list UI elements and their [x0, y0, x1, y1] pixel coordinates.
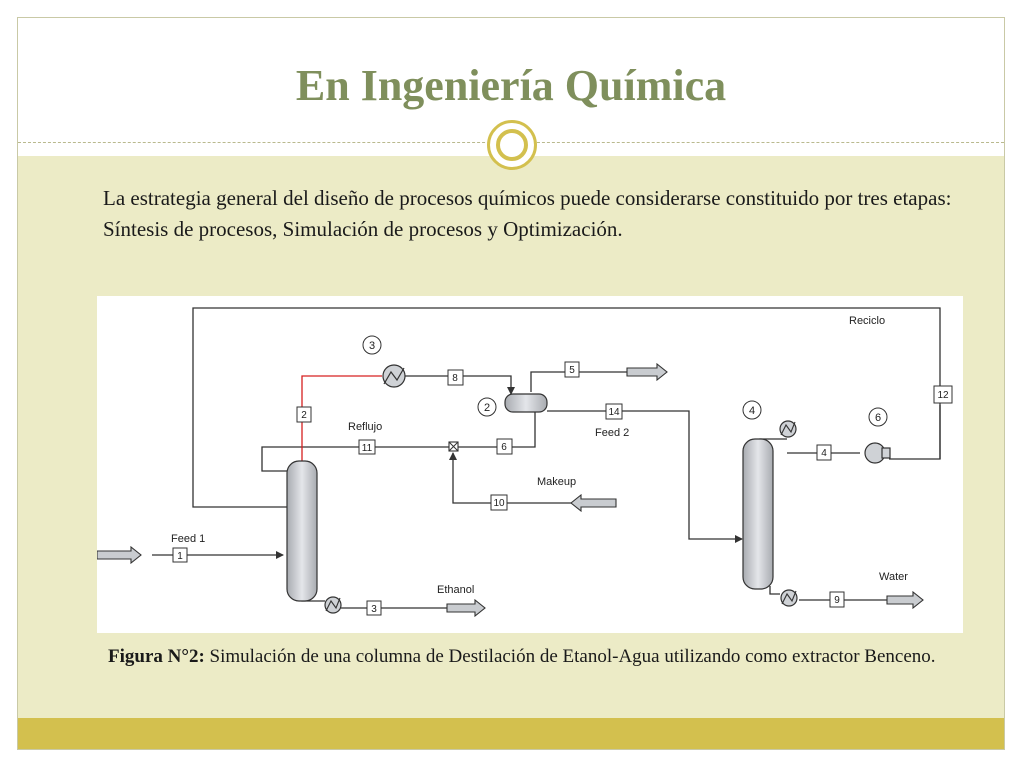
- makeup-arrow: [570, 493, 617, 513]
- pump-icon: [864, 442, 891, 464]
- stream14-line: [547, 410, 743, 543]
- stream8-line: [405, 375, 515, 395]
- reciclo-label: Reciclo: [849, 315, 885, 327]
- stream5-arrow: [626, 362, 668, 382]
- caption-label: Figura N°2:: [108, 646, 205, 667]
- stream-9-label: 9: [834, 595, 840, 606]
- feed1-arrow: [96, 545, 142, 565]
- recycle-return-line: [889, 405, 941, 460]
- process-diagram-svg: 1 2 3 4 5 6 8 9 10 11 12 14: [96, 307, 953, 618]
- mixer-icon: [448, 441, 459, 452]
- reflux-line: [261, 446, 453, 472]
- stream-6-label: 6: [501, 442, 507, 453]
- reboiler-2-icon: [780, 589, 798, 607]
- stream-11-label: 11: [362, 443, 373, 454]
- makeup-line: [449, 452, 571, 504]
- recycle-line: [192, 307, 941, 508]
- stream-10-label: 10: [493, 498, 505, 509]
- ring-inner: [496, 129, 528, 161]
- stream-3-label: 3: [371, 604, 377, 615]
- unit-number-circles: 2 3 4 6: [362, 335, 888, 427]
- slide-title: En Ingeniería Química: [295, 61, 727, 110]
- distillation-column-1: [286, 460, 318, 602]
- diagram-text-labels: Reciclo Reflujo Feed 1 Feed 2 Makeup Eth…: [171, 315, 908, 596]
- footer-bar: [18, 718, 1004, 749]
- unit-3-label: 3: [369, 340, 375, 352]
- caption-text: Simulación de una columna de Destilación…: [204, 646, 936, 667]
- makeup-label: Makeup: [537, 476, 576, 488]
- intro-paragraph: La estrategia general del diseño de proc…: [103, 186, 952, 241]
- stream5-line: [530, 371, 627, 392]
- ring-ornament-icon: [487, 120, 537, 170]
- stream6-line: [453, 403, 536, 448]
- process-flow-diagram: 1 2 3 4 5 6 8 9 10 11 12 14: [96, 296, 963, 633]
- stream-12-label: 12: [937, 390, 949, 401]
- ethanol-arrow: [446, 598, 486, 618]
- figure-caption: Figura N°2: Simulación de una columna de…: [108, 643, 968, 670]
- water-label: Water: [879, 571, 908, 583]
- ring-outer: [487, 120, 537, 170]
- feed2-label: Feed 2: [595, 427, 629, 439]
- condenser-4-icon: [779, 420, 797, 438]
- column2-bottom-line: [769, 586, 780, 595]
- feed1-label: Feed 1: [171, 533, 205, 545]
- stream-number-boxes: 1 2 3 4 5 6 8 9 10 11 12 14: [172, 361, 953, 616]
- stream-4-label: 4: [821, 448, 827, 459]
- stream-2-label: 2: [301, 410, 307, 421]
- unit-2-label: 2: [484, 402, 490, 414]
- reboiler-1-icon: [324, 596, 342, 614]
- stream-5-label: 5: [569, 365, 575, 376]
- stream-8-label: 8: [452, 373, 458, 384]
- unit-4-label: 4: [749, 405, 755, 417]
- unit-6-label: 6: [875, 412, 881, 424]
- condenser-3-icon: [382, 364, 406, 388]
- ethanol-label: Ethanol: [437, 584, 474, 596]
- decanter-vessel: [504, 393, 548, 413]
- reflujo-label: Reflujo: [348, 421, 382, 433]
- stream2-red-line: [301, 375, 382, 464]
- water-arrow: [886, 590, 924, 610]
- block-arrows: [96, 362, 924, 618]
- stream-1-label: 1: [177, 551, 183, 562]
- distillation-column-2: [742, 438, 774, 590]
- stream-14-label: 14: [608, 407, 620, 418]
